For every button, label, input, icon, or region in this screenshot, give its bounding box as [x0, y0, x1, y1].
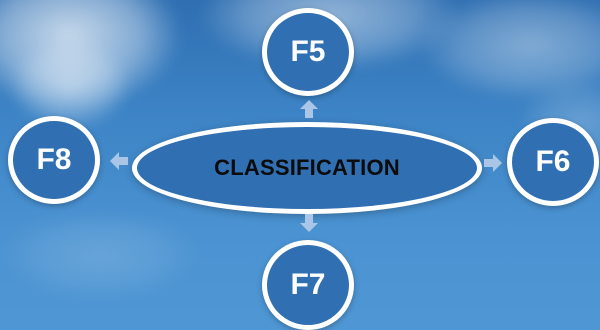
node-right: F6	[507, 118, 599, 206]
node-left: F8	[8, 116, 100, 204]
arrow-right-icon	[482, 152, 504, 174]
node-top: F5	[262, 8, 354, 96]
center-ellipse: CLASSIFICATION	[132, 122, 482, 214]
arrow-left-icon	[108, 150, 130, 172]
center-label: CLASSIFICATION	[214, 155, 400, 180]
cloud	[0, 210, 200, 300]
arrow-up-icon	[298, 98, 320, 120]
node-bottom: F7	[262, 240, 354, 330]
arrow-down-icon	[298, 212, 320, 234]
cloud	[10, 40, 130, 130]
